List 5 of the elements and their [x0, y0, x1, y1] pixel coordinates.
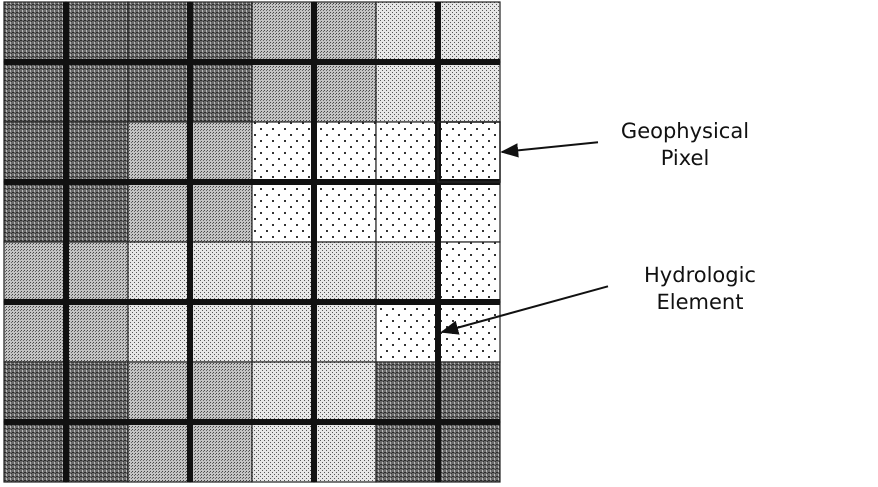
- leader-line: [440, 285, 608, 335]
- callout-label: Hydrologic Element: [610, 262, 790, 316]
- leader-line: [500, 141, 598, 158]
- pixel-cell: [437, 121, 501, 183]
- callout-label: Geophysical Pixel: [600, 118, 770, 172]
